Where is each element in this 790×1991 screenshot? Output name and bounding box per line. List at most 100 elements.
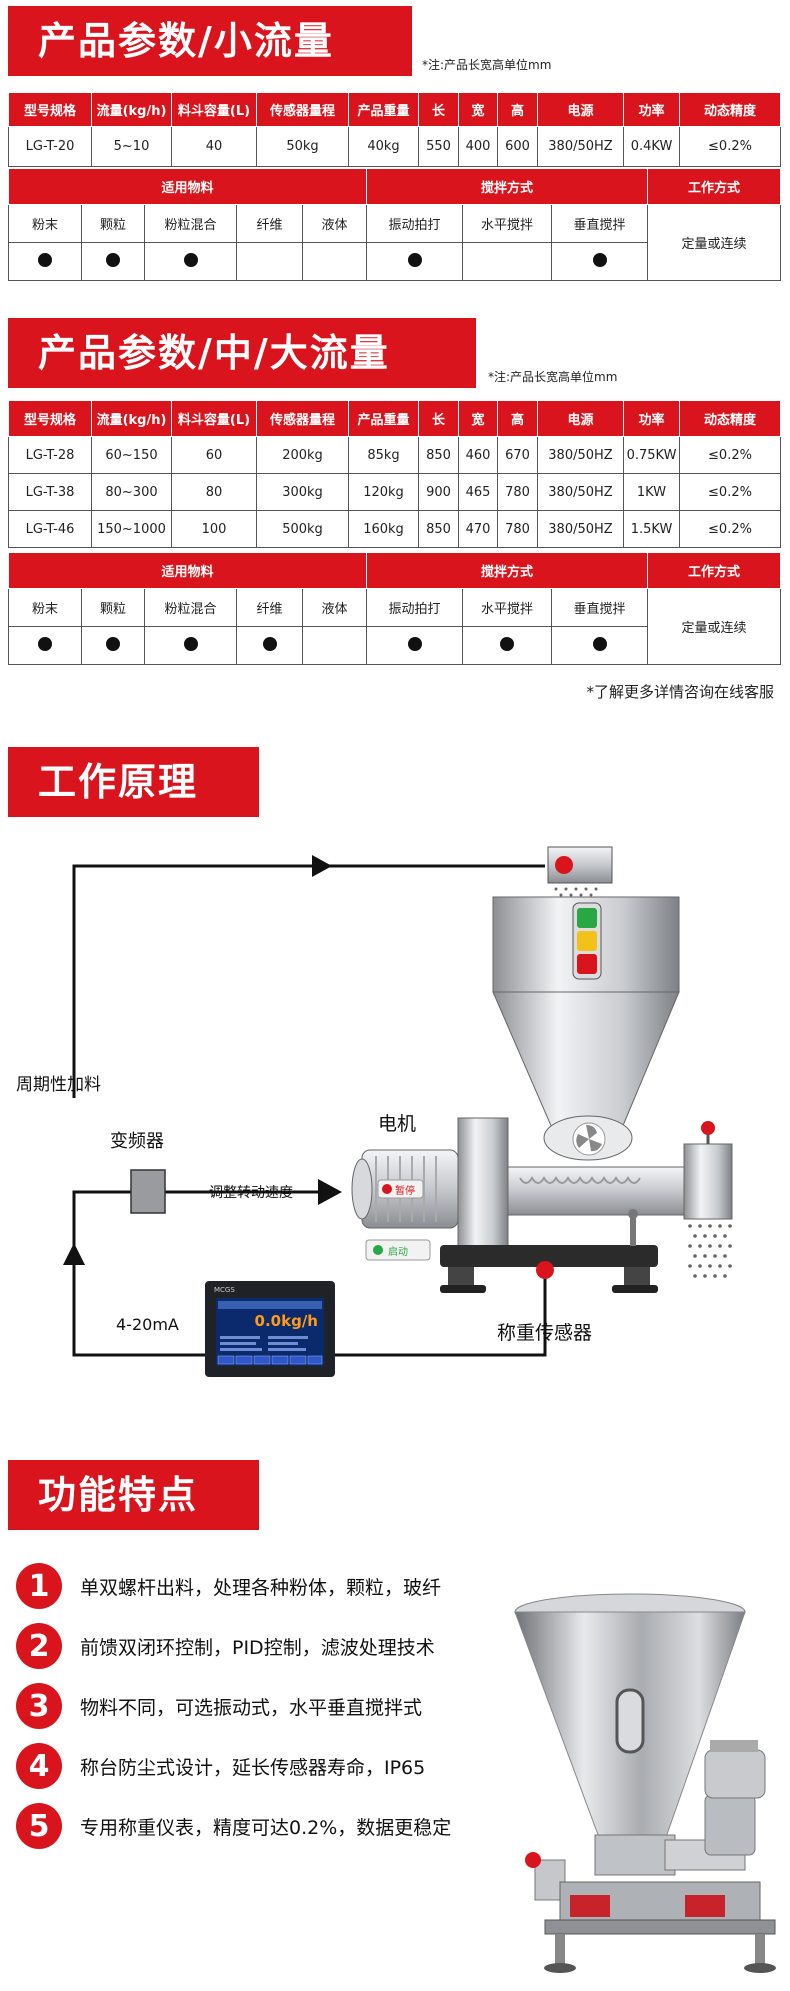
large-flow-material-table: 适用物料 搅拌方式 工作方式 粉末 颗粒 粉粒混合 纤维 液体 振动拍打 水平搅… <box>7 552 782 665</box>
table-cell: 100 <box>171 510 257 548</box>
table-cell: 5~10 <box>91 126 172 167</box>
fan-icon <box>572 1122 606 1156</box>
arrow-up-icon <box>63 1243 85 1265</box>
screw-tube <box>507 1166 687 1216</box>
table-cell: 160kg <box>348 510 419 548</box>
material-header: 适用物料 <box>7 552 368 589</box>
table-cell: 600 <box>497 126 538 167</box>
table-cell: 200kg <box>256 436 349 474</box>
dot-cell <box>236 626 303 665</box>
table-cell: LG-T-20 <box>8 126 92 167</box>
material-header-row: 适用物料 搅拌方式 工作方式 <box>7 552 782 589</box>
sensor-support <box>630 1216 636 1246</box>
section1-title: 产品参数/小流量 <box>8 6 412 76</box>
dot-cell <box>462 242 553 281</box>
dot-cell <box>366 242 464 281</box>
header-cell: 传感器量程 <box>256 400 349 437</box>
dot-cell <box>236 242 303 281</box>
header-cell: 功率 <box>623 400 680 437</box>
dot-cell <box>301 242 368 281</box>
stir-header: 搅拌方式 <box>366 168 649 205</box>
current-signal-label: 4-20mA <box>116 1315 179 1334</box>
principle-title: 工作原理 <box>8 747 259 817</box>
table-cell: 850 <box>418 510 459 548</box>
table-row: LG-T-46 150~1000 100 500kg 160kg 850 470… <box>8 510 781 548</box>
table-cell: 60~150 <box>91 436 172 474</box>
small-flow-material-table: 适用物料 搅拌方式 工作方式 粉末 颗粒 粉粒混合 纤维 液体 振动拍打 水平搅… <box>7 168 782 281</box>
level-indicator <box>572 902 602 980</box>
feature-text: 前馈双闭环控制，PID控制，滤波处理技术 <box>80 1636 435 1659</box>
table-cell: 0.4KW <box>623 126 680 167</box>
product-photo <box>514 1593 776 1973</box>
table-cell: 120kg <box>348 473 419 511</box>
discharge-material <box>688 1224 732 1278</box>
dot-cell <box>8 242 82 281</box>
feature-item: 2 前馈双闭环控制，PID控制，滤波处理技术 <box>16 1620 435 1672</box>
material-cell: 液体 <box>301 204 368 243</box>
feature-number: 4 <box>16 1743 62 1789</box>
header-cell: 电源 <box>537 400 624 437</box>
table-cell: 60 <box>171 436 257 474</box>
table-cell: LG-T-38 <box>8 473 92 511</box>
stop-button[interactable]: 暂停 <box>377 1179 424 1199</box>
header-cell: 料斗容量(L) <box>171 92 257 127</box>
section1-unit-note: *注:产品长宽高单位mm <box>422 58 552 72</box>
table-cell: 40kg <box>348 126 419 167</box>
start-button[interactable]: 启动 <box>365 1239 431 1261</box>
weigh-sensor-label: 称重传感器 <box>497 1322 592 1344</box>
feature-item: 3 物料不同，可选振动式，水平垂直搅拌式 <box>16 1680 422 1732</box>
header-cell: 功率 <box>623 92 680 127</box>
header-cell: 传感器量程 <box>256 92 349 127</box>
applicable-dot-icon <box>592 636 607 651</box>
contact-footnote: *了解更多详情咨询在线客服 <box>586 683 774 701</box>
table-row: LG-T-20 5~10 40 50kg 40kg 550 400 600 38… <box>8 126 781 167</box>
table-cell: 80 <box>171 473 257 511</box>
dot-cell <box>144 626 237 665</box>
header-cell: 高 <box>497 400 538 437</box>
speed-adjust-label: 调整转动速度 <box>209 1185 293 1201</box>
motor-label: 电机 <box>378 1113 416 1135</box>
feature-number: 1 <box>16 1563 62 1609</box>
table-cell: 670 <box>497 436 538 474</box>
table-cell: 400 <box>458 126 498 167</box>
mode-header: 工作方式 <box>647 552 782 589</box>
table-cell: 465 <box>458 473 498 511</box>
feature-text: 单双螺杆出料，处理各种粉体，颗粒，玻纤 <box>80 1576 442 1599</box>
features-title: 功能特点 <box>8 1460 259 1530</box>
material-cell: 颗粒 <box>81 588 145 627</box>
table-cell: 470 <box>458 510 498 548</box>
table-cell: 1KW <box>623 473 680 511</box>
table-cell: ≤0.2% <box>679 473 781 511</box>
dot-cell <box>551 242 649 281</box>
discharge-head <box>683 1121 733 1220</box>
material-cell: 纤维 <box>236 588 303 627</box>
applicable-dot-icon <box>592 252 607 267</box>
dot-cell <box>8 626 82 665</box>
header-cell: 宽 <box>458 400 498 437</box>
feature-number: 2 <box>16 1623 62 1669</box>
material-cell: 粉粒混合 <box>144 588 237 627</box>
table-cell: 460 <box>458 436 498 474</box>
stir-cell: 垂直搅拌 <box>551 588 649 627</box>
header-cell: 料斗容量(L) <box>171 400 257 437</box>
header-cell: 型号规格 <box>8 400 92 437</box>
header-cell: 型号规格 <box>8 92 92 127</box>
stir-cell: 振动拍打 <box>366 588 464 627</box>
table-cell: LG-T-28 <box>8 436 92 474</box>
applicable-dot-icon <box>106 252 120 267</box>
header-cell: 长 <box>418 92 459 127</box>
table-cell: 1.5KW <box>623 510 680 548</box>
feature-item: 4 称台防尘式设计，延长传感器寿命，IP65 <box>16 1740 425 1792</box>
table-cell: 0.75KW <box>623 436 680 474</box>
material-cell: 粉末 <box>8 204 82 243</box>
stir-cell: 振动拍打 <box>366 204 464 243</box>
applicable-dot-icon <box>106 636 120 651</box>
stop-button-label: 暂停 <box>395 1184 415 1197</box>
table-cell: 780 <box>497 473 538 511</box>
header-cell: 宽 <box>458 92 498 127</box>
material-dot-row <box>8 626 781 665</box>
feature-item: 1 单双螺杆出料，处理各种粉体，颗粒，玻纤 <box>16 1560 441 1612</box>
table-cell: 150~1000 <box>91 510 172 548</box>
table-cell: 850 <box>418 436 459 474</box>
drive-housing <box>457 1117 509 1249</box>
